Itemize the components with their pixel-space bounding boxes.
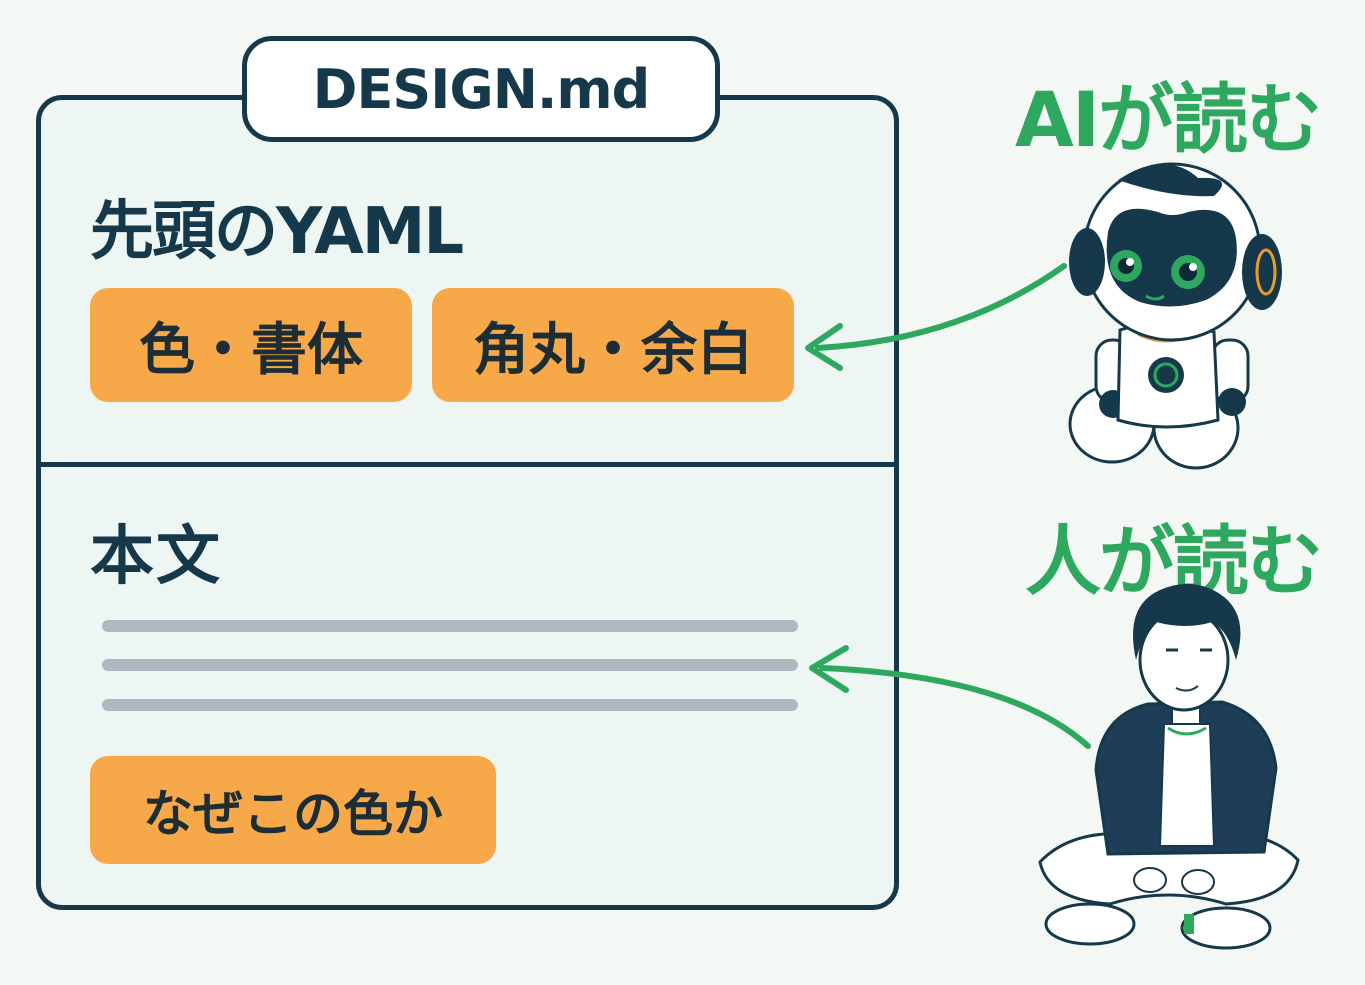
arrow-ai-to-frontmatter [805, 263, 1067, 371]
robot-icon [1068, 162, 1282, 470]
arrow-human-to-body [809, 645, 1091, 749]
text-placeholder-line [102, 699, 798, 711]
frontmatter-heading: 先頭のYAML [90, 195, 464, 269]
person-icon [1038, 583, 1300, 950]
document-title: DESIGN.md [242, 36, 720, 142]
body-heading: 本文 [90, 520, 222, 594]
text-placeholder-line [102, 659, 798, 671]
chip-radius-spacing: 角丸・余白 [432, 288, 794, 402]
chip-color-typeface: 色・書体 [90, 288, 412, 402]
ai-reads-label: AIが読む [1015, 75, 1322, 164]
text-placeholder-line [102, 620, 798, 632]
section-divider [41, 462, 894, 467]
chip-why-this-color: なぜこの色か [90, 756, 496, 864]
